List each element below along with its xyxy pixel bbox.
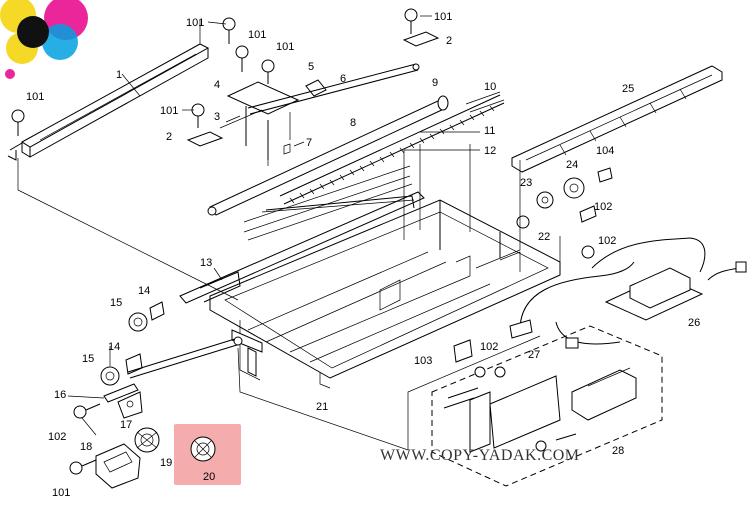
callout-101: 101	[276, 41, 294, 53]
callout-5: 5	[308, 61, 314, 73]
callout-3: 3	[214, 111, 220, 123]
callout-11: 11	[484, 125, 495, 137]
callout-101: 101	[434, 11, 452, 23]
callout-102: 102	[480, 341, 498, 353]
callout-10: 10	[484, 81, 496, 93]
bracket-103	[453, 339, 473, 363]
callout-101: 101	[160, 105, 178, 117]
callout-102: 102	[594, 201, 612, 213]
callout-14: 14	[108, 341, 120, 353]
shaft-part	[179, 191, 425, 304]
lower-shaft	[127, 336, 243, 379]
callout-9: 9	[432, 77, 438, 89]
callout-12: 12	[484, 145, 496, 157]
callout-19: 19	[160, 457, 172, 469]
gear-19	[134, 427, 160, 453]
cover-18	[95, 443, 141, 489]
callout-14: 14	[138, 285, 150, 297]
callout-2: 2	[166, 131, 172, 143]
color-logo	[0, 0, 88, 79]
callout-17: 17	[120, 419, 132, 431]
callout-6: 6	[340, 73, 346, 85]
callout-102: 102	[48, 431, 66, 443]
sensor-plates	[243, 165, 415, 241]
callout-101: 101	[186, 17, 204, 29]
main-frame	[209, 199, 561, 389]
callout-20: 20	[203, 471, 215, 483]
callout-15: 15	[82, 353, 94, 365]
callout-104: 104	[596, 145, 614, 157]
screw-101	[11, 8, 418, 475]
callout-4: 4	[214, 79, 220, 91]
callout-28: 28	[612, 445, 624, 457]
callout-101: 101	[26, 91, 44, 103]
callout-21: 21	[316, 401, 328, 413]
solenoid-28-group	[431, 325, 663, 487]
callout-101: 101	[248, 29, 266, 41]
shaft-6	[247, 63, 420, 115]
callout-18: 18	[80, 441, 92, 453]
bracket-16-17	[103, 383, 143, 419]
callout-15: 15	[110, 297, 122, 309]
callout-102: 102	[598, 235, 616, 247]
callout-25: 25	[622, 83, 634, 95]
gear-20	[190, 436, 216, 462]
watermark-text: WWW.COPY-YADAK.COM	[380, 447, 580, 464]
callout-23: 23	[520, 177, 532, 189]
callout-103: 103	[414, 355, 432, 367]
rail-part	[7, 43, 210, 161]
callout-101: 101	[52, 487, 70, 499]
callout-16: 16	[54, 389, 66, 401]
callout-8: 8	[350, 117, 356, 129]
callout-1: 1	[116, 69, 122, 81]
callout-7: 7	[306, 137, 312, 149]
roller-assembly	[207, 91, 505, 216]
guide-plate-part	[511, 65, 723, 173]
callout-labels: 101 101 101 101 101 101 101 1 2 2 3 4 5 …	[26, 11, 700, 499]
callout-2: 2	[446, 35, 452, 47]
callout-24: 24	[566, 159, 578, 171]
leader-lines	[17, 20, 561, 451]
callout-22: 22	[538, 231, 550, 243]
sensor-26	[591, 237, 747, 321]
harness-27	[509, 261, 635, 349]
callout-13: 13	[200, 257, 212, 269]
gear-14-15	[100, 301, 165, 386]
callout-27: 27	[528, 349, 540, 361]
callout-26: 26	[688, 317, 700, 329]
